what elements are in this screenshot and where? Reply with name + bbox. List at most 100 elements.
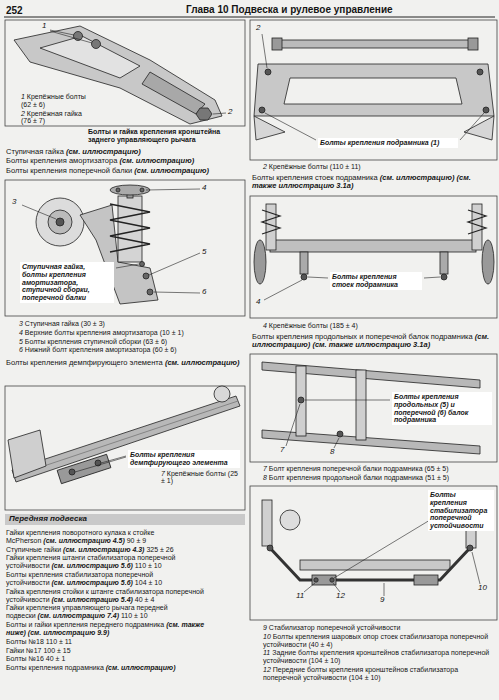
shock-absorber xyxy=(110,185,150,262)
note-text: Болты №16 xyxy=(6,655,44,662)
callout-number: 7 xyxy=(280,445,284,454)
figure-frame xyxy=(5,180,245,316)
reference-text: (см. иллюстрацию) xyxy=(66,147,141,156)
note-text: Передние болты крепления кронштейнов ста… xyxy=(263,666,458,681)
leader-line xyxy=(262,34,484,140)
anti-roll-bar xyxy=(312,575,336,585)
torque-row: Болты №1640 ± 1 xyxy=(6,655,244,663)
bolt xyxy=(265,69,271,75)
leader-line xyxy=(286,404,300,446)
page-number: 252 xyxy=(6,5,46,16)
leader-line xyxy=(146,189,200,190)
bolt xyxy=(140,262,145,267)
bolt xyxy=(301,274,307,280)
figure-label: Болты крепления стоек подрамника xyxy=(330,272,422,290)
note-text: Крепёжные болты (185 ± 4) xyxy=(269,322,358,329)
subframe-legs xyxy=(254,240,266,284)
note-text: Болт крепления поперечной балки подрамни… xyxy=(269,465,449,472)
callout: 5 xyxy=(202,248,206,257)
reference-text: (см. иллюстрацию 7.4) xyxy=(38,612,119,619)
text-block: Болты крепления стоек подрамника(см. илл… xyxy=(252,174,495,191)
reference-text: (см. иллюстрацию) xyxy=(106,664,176,671)
legend-number: 11 xyxy=(263,649,270,656)
subframe-legs xyxy=(482,240,494,284)
note-text: Крепёжные болты (62 ± 6) xyxy=(21,93,86,108)
reference-text: (см. иллюстрацию) xyxy=(119,156,194,165)
reference-text: (см. иллюстрацию 5.6) xyxy=(52,579,133,586)
legend-entry: 11Задние болты крепления кронштейнов ста… xyxy=(252,649,492,665)
note-text: Болты крепления подрамника xyxy=(6,664,104,671)
leader-line xyxy=(116,264,139,268)
legend-entry: 4Крепёжные болты (185 ± 4) xyxy=(252,322,492,330)
callout-number: 4 xyxy=(256,297,260,306)
note-text: Задние болты крепления кронштейнов стаби… xyxy=(263,649,489,664)
reference-text: (см. иллюстрацию 4.5) xyxy=(43,537,124,544)
legend-entry: 1Крепёжные болты (62 ± 6) xyxy=(10,93,90,109)
callout: 8 xyxy=(330,448,334,457)
figure-label: Болты крепления продольных (5) и попереч… xyxy=(394,393,468,423)
legend-number: 2 xyxy=(21,110,25,117)
legend-number: 2 xyxy=(263,163,267,170)
callout: 3 xyxy=(12,198,16,207)
leader-line xyxy=(304,583,315,592)
callout: 1 xyxy=(42,22,46,31)
callout-number: 6 xyxy=(202,287,206,296)
torque-value: 100 ± 15 xyxy=(43,647,70,654)
legend-number: 8 xyxy=(263,474,267,481)
torque-value: 90 ± 9 xyxy=(127,537,146,544)
callout: 11 xyxy=(296,592,304,601)
figure-label: Ступичная гайка, болты крепления амортиз… xyxy=(20,262,114,303)
torque-row: Болты крепления подрамника(см. иллюстрац… xyxy=(6,664,244,672)
torque-value: 104 ± 10 xyxy=(135,579,162,586)
torque-row: Гайки крепления управляющего рычага пере… xyxy=(6,604,244,620)
bolt xyxy=(330,578,334,582)
leader-line xyxy=(384,583,385,596)
legend-entry: 2Крепёжные болты (110 ± 11) xyxy=(252,163,492,171)
note-text: Крепёжная гайка (76 ± 7) xyxy=(21,110,82,125)
torque-value: 40 ± 1 xyxy=(46,655,65,662)
note-text: Стабилизатор поперечной устойчивости xyxy=(269,624,401,631)
note-text: Ступичная гайка xyxy=(6,147,64,156)
leader-line xyxy=(75,457,126,472)
leader-line xyxy=(304,520,480,596)
leader-line xyxy=(305,400,390,401)
bolt xyxy=(69,469,75,475)
leader-line xyxy=(265,113,316,140)
legend-number: 9 xyxy=(263,624,267,631)
torque-row: Болты №18110 ± 11 xyxy=(6,638,244,646)
reference-text: (см. иллюстрацию 9.9) xyxy=(28,629,109,636)
leader-line xyxy=(149,253,200,275)
figure-caption: Болты и гайка крепления кронштейна задне… xyxy=(88,128,220,143)
note-text: Болты крепления продольных и поперечной … xyxy=(252,332,473,341)
legend-entry: 10Болты крепления шаровых опор стоек ста… xyxy=(252,633,492,649)
leader-line xyxy=(50,30,226,114)
leader-line xyxy=(75,456,126,472)
bolt xyxy=(267,545,473,582)
leader-line xyxy=(213,113,226,114)
figure-frame xyxy=(250,354,497,462)
callout: 9 xyxy=(380,596,384,605)
callout-number: 5 xyxy=(202,247,206,256)
note-text: Болты крепления стоек подрамника xyxy=(252,173,378,182)
note-text: Ступичная гайка (30 ± 3) xyxy=(25,320,105,327)
callout-number: 3 xyxy=(12,197,16,206)
cross-beam xyxy=(214,386,230,402)
reference-text: (см. также иллюстрацию 3.1а) xyxy=(312,340,430,349)
note-text: Крепёжные болты (110 ± 11) xyxy=(269,163,361,170)
legend-entry: 7Крепёжные болты (25 ± 1) xyxy=(150,470,242,486)
callout: 10 xyxy=(478,584,487,593)
bolt xyxy=(298,397,343,437)
subframe-legs xyxy=(472,204,482,250)
text-block: Болты крепления поперечной балки(см. илл… xyxy=(6,167,244,175)
callout: 4 xyxy=(256,298,260,307)
control-arm-bracket xyxy=(142,72,205,114)
legend-number: 10 xyxy=(263,633,271,640)
bolt xyxy=(259,69,489,113)
figure-label: Болты крепления демпфирующего элемента xyxy=(128,450,240,468)
callout: 4 xyxy=(202,184,206,193)
callout: 7 xyxy=(280,446,284,455)
leader-line xyxy=(262,34,267,68)
bolt xyxy=(92,40,101,49)
front-subframe xyxy=(284,78,462,104)
note-text: Болты крепления ступичной сборки (63 ± 6… xyxy=(25,338,167,345)
